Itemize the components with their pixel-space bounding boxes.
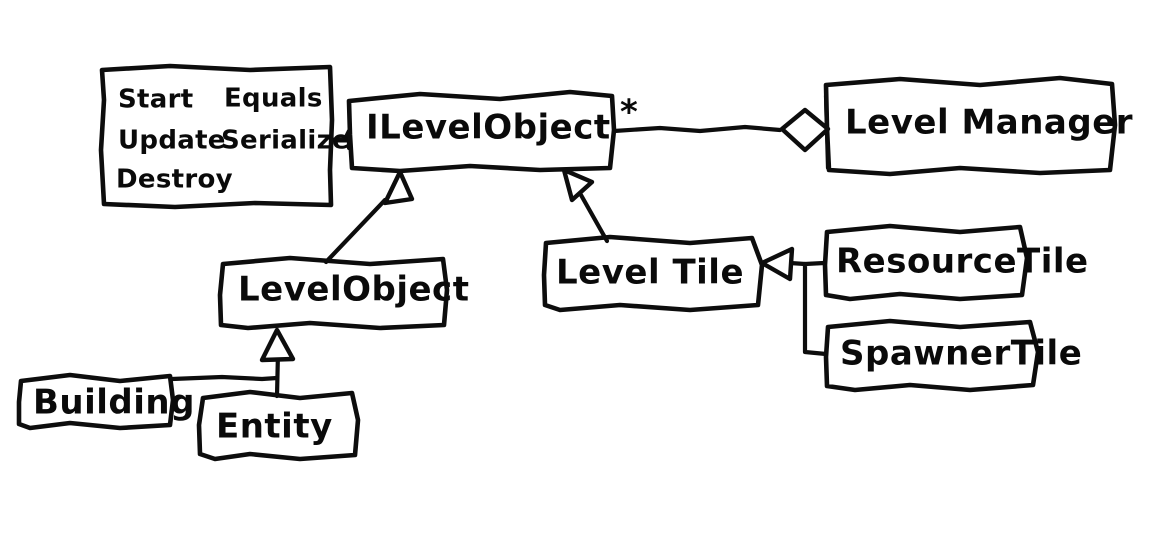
inheritance-triangle-levelobject — [382, 169, 415, 206]
edge-building-to-levelobject — [169, 374, 280, 382]
spawnertile-label: SpawnerTile — [840, 334, 1082, 374]
methods-box[interactable] — [98, 63, 335, 210]
levelobject-box[interactable] — [217, 255, 450, 331]
multiplicity-star: * — [620, 93, 638, 133]
inheritance-triangle-leveltile — [561, 167, 595, 203]
building-label: Building — [33, 383, 195, 423]
resourcetile-box[interactable] — [822, 223, 1030, 302]
edge-ilevelobject-to-levelmanager — [611, 93, 831, 171]
entity-box[interactable] — [196, 389, 361, 462]
edge-levelobject-to-ilevelobject — [323, 169, 415, 265]
resourcetile-label: ResourceTile — [836, 242, 1089, 282]
method-label-update: Update — [118, 126, 226, 156]
method-label-serialize: Serialize — [221, 126, 350, 156]
leveltile-box[interactable] — [541, 234, 765, 313]
levelmanager-label: Level Manager — [845, 103, 1133, 143]
spawnertile-box[interactable] — [823, 318, 1041, 393]
aggregation-diamond — [779, 107, 831, 153]
entity-label: Entity — [216, 407, 333, 447]
inheritance-triangle-tiles — [759, 246, 795, 282]
inheritance-triangle-entity — [259, 327, 296, 363]
levelmanager-box[interactable] — [823, 75, 1118, 177]
method-label-equals: Equals — [224, 84, 323, 114]
ilevelobject-label: ILevelObject — [366, 108, 611, 148]
method-label-destroy: Destroy — [116, 165, 233, 195]
edge-leveltile-to-ilevelobject — [561, 167, 610, 244]
method-label-start: Start — [118, 85, 193, 115]
leveltile-label: Level Tile — [556, 253, 744, 293]
ilevelobject-box[interactable] — [346, 89, 617, 174]
building-box[interactable] — [16, 372, 176, 431]
edge-tiles-to-leveltile — [759, 246, 829, 357]
edge-entity-to-levelobject — [259, 327, 296, 399]
levelobject-label: LevelObject — [238, 270, 469, 310]
